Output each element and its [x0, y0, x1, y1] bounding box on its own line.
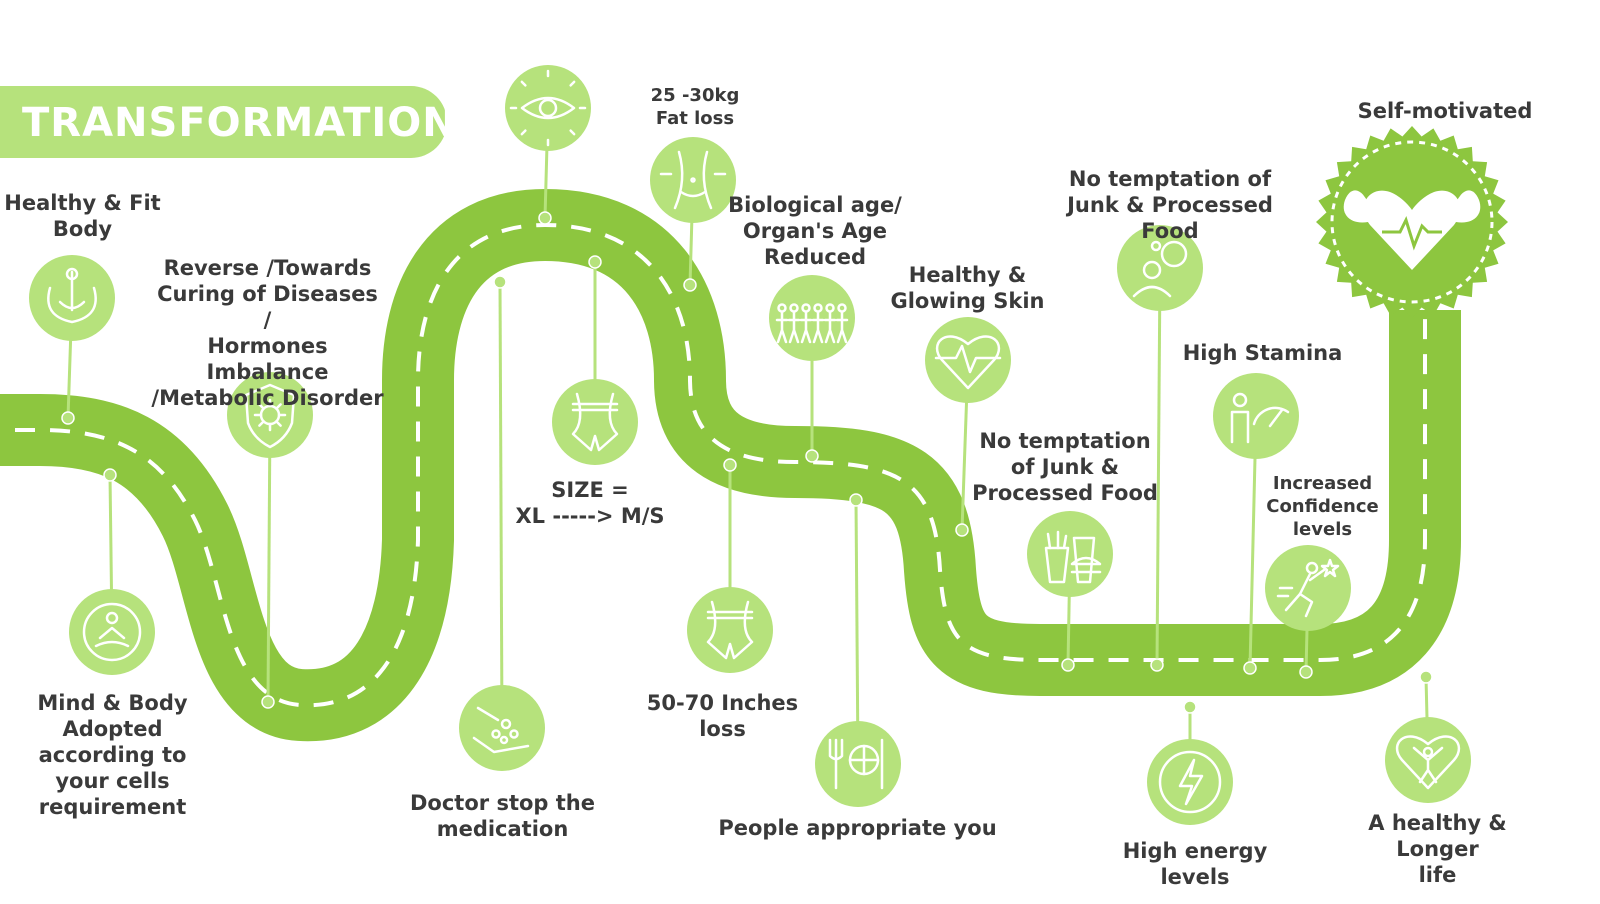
milestone-inches-loss	[687, 458, 773, 673]
road-pin	[1150, 658, 1164, 672]
self-motivated-badge	[1316, 126, 1508, 318]
fast-food-icon	[1044, 530, 1102, 584]
milestone-circle	[925, 317, 1011, 403]
milestone-longer-life	[1385, 670, 1471, 803]
confidence-icon	[1276, 558, 1340, 618]
road-pin	[261, 695, 275, 709]
connector-line	[854, 499, 860, 765]
milestone-circle	[1027, 511, 1113, 597]
milestone-circle	[1265, 545, 1351, 631]
milestone-circle	[687, 587, 773, 673]
milestone-circle	[459, 685, 545, 771]
road-pin	[955, 523, 969, 537]
milestone-confidence	[1265, 545, 1351, 679]
milestone-circle	[69, 589, 155, 675]
body-measure-icon	[659, 150, 727, 210]
road-pin	[1061, 658, 1075, 672]
strong-heart-icon	[1343, 190, 1481, 270]
label-high-energy: High energy levels	[1122, 839, 1268, 889]
road-center-dashes	[0, 222, 1427, 708]
road-pin	[103, 468, 117, 482]
road-pin	[1299, 665, 1313, 679]
aging-people-icon	[775, 303, 849, 344]
title-banner: TRANSFORMATION	[0, 86, 456, 158]
road-pin	[849, 493, 863, 507]
label-no-junk-2: No temptation of Junk & Processed Food	[1067, 167, 1273, 243]
label-glowing-skin: Healthy & Glowing Skin	[890, 263, 1045, 313]
road-pin	[493, 275, 507, 289]
badge-dashed-ring	[1330, 140, 1494, 304]
milestone-size	[552, 255, 638, 465]
label-mind-body: Mind & Body Adopted according to your ce…	[37, 691, 188, 819]
milestone-people-appreciate	[815, 493, 901, 807]
milestone-glowing-skin	[925, 317, 1011, 537]
label-doctor-stop: Doctor stop the medication	[410, 791, 595, 841]
connector-line	[266, 414, 272, 703]
label-longer-life: A healthy & Longer life	[1368, 811, 1507, 887]
road-pin	[683, 278, 697, 292]
road-pin	[538, 211, 552, 225]
page-title: TRANSFORMATION	[22, 100, 457, 146]
label-size: SIZE = XL -----> M/S	[515, 478, 665, 528]
pills-hand-icon	[472, 706, 530, 754]
milestone-no-junk-2	[1117, 225, 1203, 672]
label-people-appreciate: People appropriate you	[718, 816, 997, 840]
milestone-circle	[552, 379, 638, 465]
label-inches-loss: 50-70 Inches loss	[646, 691, 799, 741]
milestone-circle	[815, 721, 901, 807]
body-icon	[47, 267, 97, 324]
road-pin	[1183, 700, 1197, 714]
label-bio-age: Biological age/ Organ's Age Reduced	[728, 193, 902, 269]
heart-person-icon	[1395, 735, 1461, 790]
label-no-junk-1: No temptation of Junk & Processed Food	[972, 429, 1158, 505]
milestone-bio-age	[769, 275, 855, 463]
thinking-person-icon	[1132, 240, 1188, 298]
label-confidence: Increased Confidence levels	[1266, 473, 1379, 540]
road-pin	[588, 255, 602, 269]
milestone-high-energy	[1147, 700, 1233, 825]
road-pin	[1419, 670, 1433, 684]
milestone-no-junk-1	[1027, 511, 1113, 672]
milestone-healthy-fit-body	[29, 255, 115, 425]
label-fat-loss: 25 -30kg Fat loss	[650, 85, 740, 129]
label-high-stamina: High Stamina	[1182, 341, 1343, 365]
milestone-high-stamina	[1213, 373, 1299, 675]
waist-measure-icon	[706, 600, 754, 660]
waist-icon	[571, 392, 619, 452]
label-reverse-diseases: Reverse /Towards Curing of Diseases / Ho…	[151, 256, 384, 410]
milestone-circle	[1213, 373, 1299, 459]
heart-pulse-icon	[934, 335, 1002, 390]
label-self-motivated: Self-motivated	[1357, 99, 1533, 123]
energy-icon	[1158, 750, 1222, 814]
milestone-circle	[650, 137, 736, 223]
milestone-circle	[505, 65, 591, 151]
eye-icon	[509, 69, 587, 147]
healthy-food-icon	[828, 738, 884, 790]
stamina-gauge-icon	[1230, 392, 1290, 444]
road-pin	[1243, 661, 1257, 675]
milestone-doctor-stop	[459, 275, 545, 771]
road-pin	[805, 449, 819, 463]
road-pin	[61, 411, 75, 425]
milestone-fat-loss	[650, 137, 736, 292]
milestone-eye	[505, 65, 591, 225]
road-pin	[723, 458, 737, 472]
milestone-reverse-diseases	[227, 372, 313, 709]
label-healthy-fit-body: Healthy & Fit Body	[4, 191, 161, 241]
meditation-icon	[82, 602, 142, 662]
milestone-mind-body	[69, 468, 155, 675]
connector-line	[498, 281, 504, 729]
virus-shield-icon	[244, 383, 296, 449]
connector-line	[1155, 267, 1162, 666]
